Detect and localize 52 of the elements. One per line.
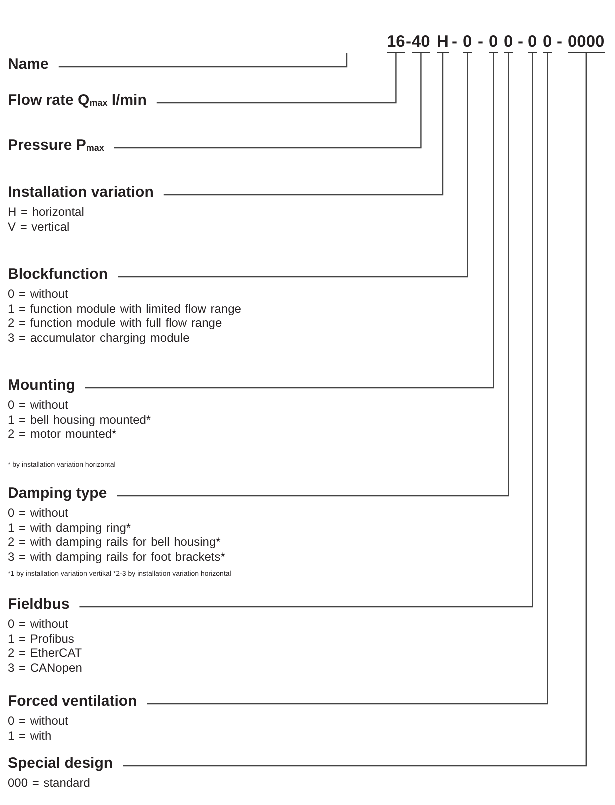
option-text: 0 = without: [8, 398, 68, 412]
code-segment: 40: [412, 33, 430, 53]
option-text: 1 = with: [8, 728, 52, 743]
option-text: 1 = bell housing mounted*: [8, 412, 152, 427]
leader-line: [114, 53, 422, 149]
section-heading: Mounting: [8, 377, 86, 395]
option-text: 3 = accumulator charging module: [8, 331, 190, 346]
code-segment: 0: [504, 33, 514, 53]
leader-line: [86, 53, 494, 389]
leader-line: [80, 53, 534, 608]
separator-dash: -: [557, 33, 562, 51]
section-heading: Blockfunction: [8, 266, 118, 284]
option-text: 1 = Profibus: [8, 632, 74, 646]
option-text: 0 = without: [8, 506, 68, 520]
option-text: 2 = EtherCAT: [8, 646, 82, 660]
section-heading: Installation variation: [8, 184, 164, 202]
code-segment: 0: [463, 33, 472, 53]
option-text: 0 = without: [8, 617, 68, 631]
option-text: 2 = with damping rails for bell housing*: [8, 535, 221, 550]
code-segment: 0: [489, 33, 498, 53]
section-heading: Forced ventilation: [8, 693, 148, 711]
leader-line: [164, 53, 444, 196]
option-text: 0 = without: [8, 287, 68, 301]
option-text: 3 = with damping rails for foot brackets*: [8, 550, 226, 564]
separator-dash: -: [518, 33, 524, 51]
option-text: 1 = function module with limited flow range: [8, 302, 242, 316]
option-text: 3 = CANopen: [8, 661, 82, 676]
separator-dash: -: [478, 33, 484, 51]
code-segment: 16: [387, 33, 406, 53]
code-segment: 0: [543, 33, 552, 53]
section-heading: Name: [8, 56, 59, 74]
leader-line: [117, 53, 510, 497]
option-text: V = vertical: [8, 220, 70, 234]
option-text: 0 = without: [8, 714, 68, 728]
option-text: 1 = with damping ring*: [8, 520, 132, 535]
code-segment: H: [437, 33, 449, 53]
option-text: 2 = motor mounted*: [8, 427, 117, 442]
separator-dash: -: [406, 33, 412, 51]
code-segment: 0000: [568, 33, 605, 53]
leader-line: [123, 53, 587, 767]
section-heading: Special design: [8, 755, 124, 773]
option-text: H = horizontal: [8, 205, 84, 219]
leader-line: [58, 53, 348, 68]
option-text: 000 = standard: [8, 776, 90, 790]
option-text: 2 = function module with full flow range: [8, 316, 222, 330]
leader-line: [147, 53, 548, 705]
code-segment: 0: [528, 33, 538, 53]
separator-dash: -: [452, 33, 458, 51]
leader-line: [118, 53, 468, 278]
section-heading: Fieldbus: [8, 596, 80, 614]
leader-line: [156, 53, 397, 104]
section-heading: Damping type: [8, 485, 118, 503]
